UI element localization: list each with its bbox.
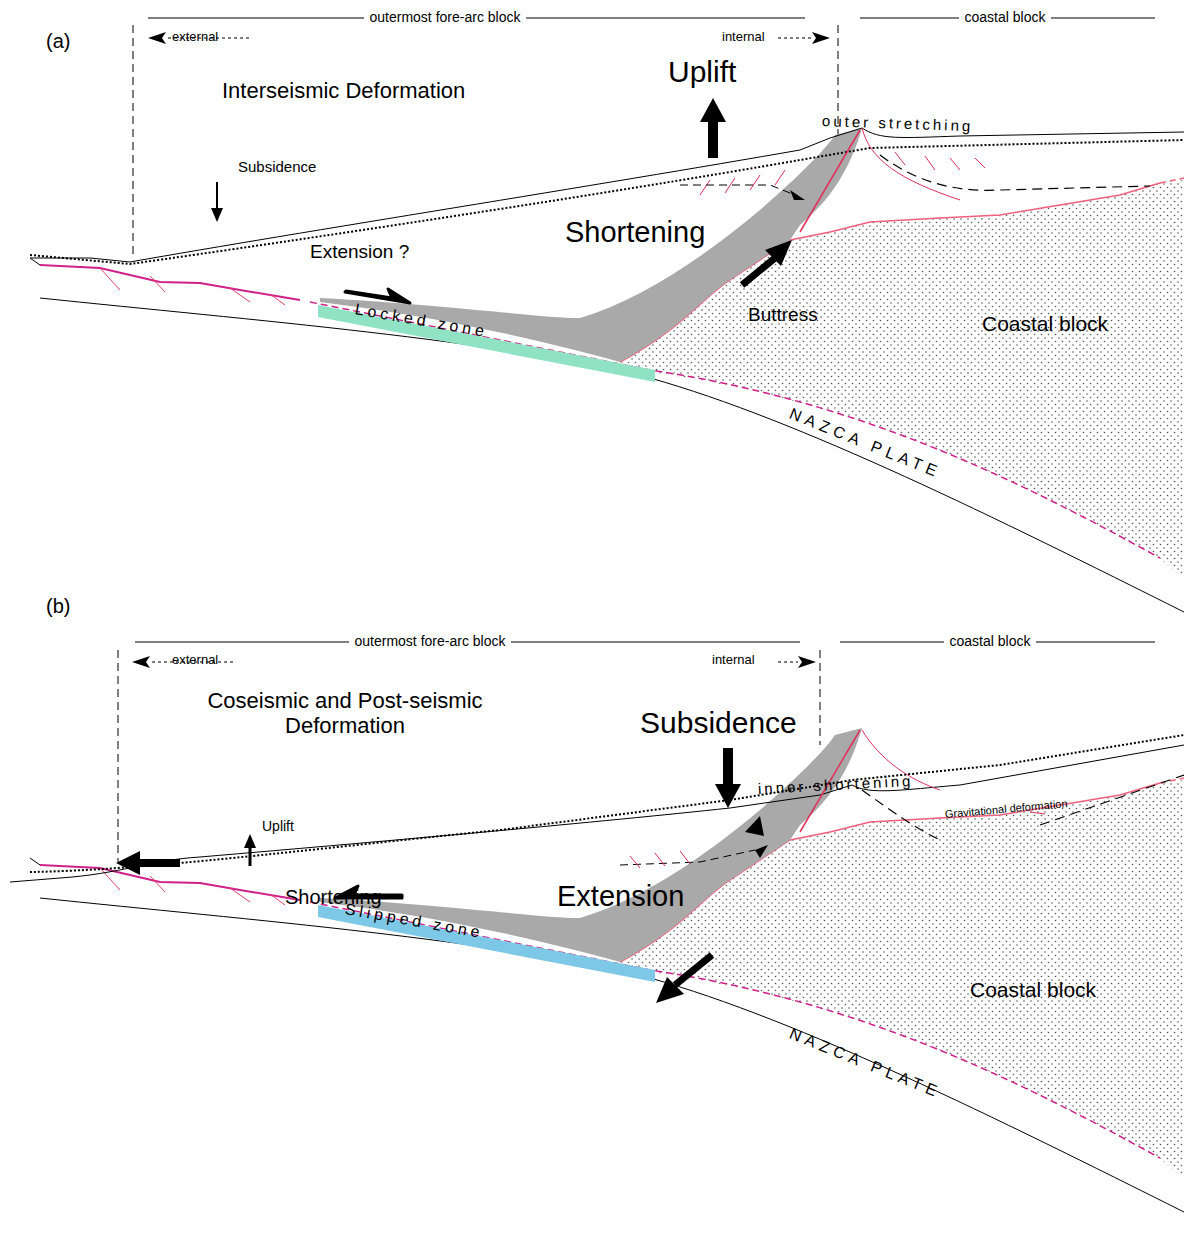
motion-label: Uplift [668,55,736,90]
deformation-label: Shortening [565,216,705,249]
deformation-label: Extension ? [310,241,409,263]
panel-b [10,642,1184,1212]
zone-label: Locked zone [353,300,489,342]
deformation-label: inner shortening [758,772,914,797]
direction-label: external [172,30,218,45]
plate-label: NAZCA PLATE [787,405,944,483]
block-label: Coastal block [970,978,1096,1002]
deformation-label: outer stretching [822,112,974,135]
plate-label: NAZCA PLATE [787,1025,944,1103]
block-heading: coastal block [944,633,1037,649]
direction-label: internal [712,653,755,668]
deformation-label: Extension [557,880,684,913]
panel-letter: (a) [46,30,70,53]
motion-label: Uplift [262,818,294,834]
block-heading: coastal block [959,9,1052,25]
direction-label: external [172,653,218,668]
block-heading: outermost fore-arc block [349,633,512,649]
panel-title: Coseismic and Post-seismic Deformation [195,688,495,739]
zone-label: Slipped zone [343,900,485,943]
panel-title: Interseismic Deformation [222,78,465,103]
deformation-label: Gravitational deformation [944,797,1068,820]
panel-letter: (b) [46,595,70,618]
direction-label: internal [722,30,765,45]
block-heading: outermost fore-arc block [364,9,527,25]
motion-label: Subsidence [640,706,797,741]
motion-label: Subsidence [238,158,316,175]
panel-a [30,18,1184,612]
structure-label: Buttress [748,304,818,326]
block-label: Coastal block [982,312,1108,336]
